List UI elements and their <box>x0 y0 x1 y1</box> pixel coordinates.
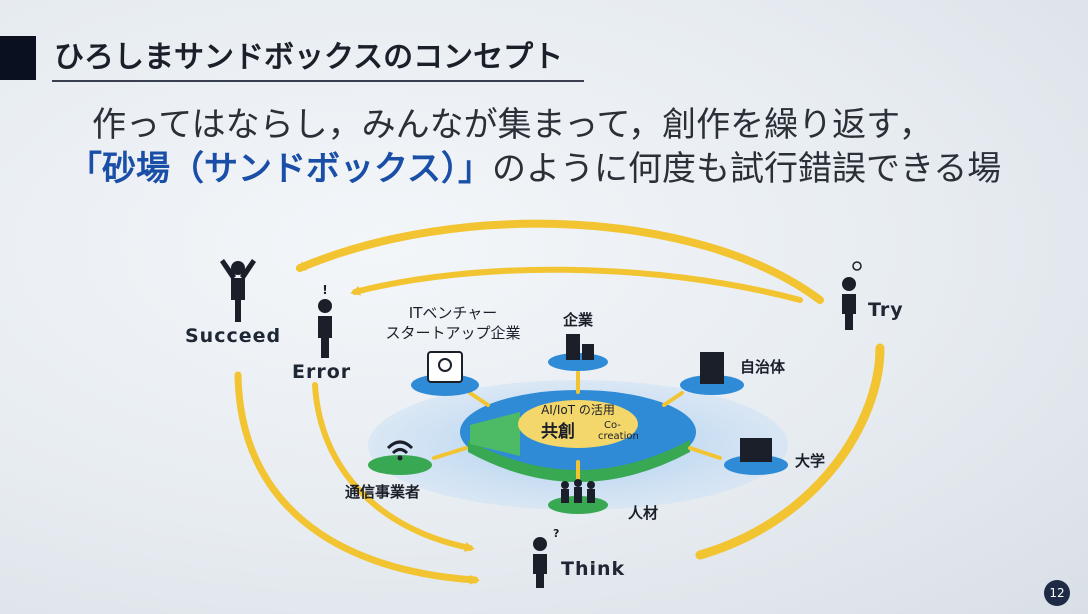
local-gov-building-icon <box>700 352 724 384</box>
lead-rest: のように何度も試行錯誤できる場 <box>491 149 1002 189</box>
exchange-arrow-telecom <box>432 446 468 460</box>
error-label: Error <box>292 361 351 383</box>
local-gov-label: 自治体 <box>740 358 786 376</box>
ecosystem-hub: AI/IoT の活用 共創 Co- creation <box>368 380 788 510</box>
arrow-think-to-try <box>695 343 885 560</box>
arrow-error-to-think <box>312 382 475 552</box>
hub-center <box>518 400 638 448</box>
succeed-label: Succeed <box>185 325 281 347</box>
lead-line-1: 作ってはならし，みんなが集まって，創作を繰り返す， <box>92 105 933 145</box>
title-underline <box>52 80 584 82</box>
node-it-venture: ITベンチャー スタートアップ企業 <box>385 304 521 396</box>
lead-line-2: 「砂場（サンドボックス）」のように何度も試行錯誤できる場 <box>68 148 1001 190</box>
person-troubled-icon: ! <box>318 283 332 358</box>
stage-succeed: Succeed <box>185 259 281 347</box>
enterprise-label: 企業 <box>562 311 594 329</box>
telecom-label: 通信事業者 <box>345 483 420 501</box>
cycle-arrows <box>234 219 885 585</box>
exchange-arrow-university <box>688 446 722 460</box>
think-label: Think <box>561 558 625 580</box>
arrow-try-to-error <box>350 266 803 303</box>
local-gov-base <box>680 375 744 395</box>
exchange-arrow-it <box>468 391 490 407</box>
node-telecom: 通信事業者 <box>345 440 432 501</box>
hub-green-wedge <box>470 412 520 456</box>
header-accent-bar <box>0 36 36 80</box>
university-label: 大学 <box>795 452 825 470</box>
talent-label: 人材 <box>628 504 658 522</box>
enterprise-building-icon <box>566 334 580 360</box>
it-venture-icon <box>427 351 463 383</box>
person-idea-icon <box>842 261 862 330</box>
wifi-icon-dot <box>397 455 403 461</box>
it-venture-label-2: スタートアップ企業 <box>385 324 520 342</box>
try-label: Try <box>868 299 904 321</box>
person-cheering-icon <box>220 259 256 322</box>
stage-try: Try <box>842 261 904 330</box>
svg-text:!: ! <box>322 283 327 297</box>
node-local-gov: 自治体 <box>680 352 786 395</box>
slide-title: ひろしまサンドボックスのコンセプト <box>54 40 564 75</box>
person-thinking-icon: ? <box>533 527 559 588</box>
wifi-icon-inner <box>391 448 409 455</box>
it-venture-label-1: ITベンチャー <box>409 304 497 322</box>
hub-green-segment <box>468 440 690 482</box>
exchange-arrow-gov <box>662 391 684 407</box>
university-building-icon <box>740 438 772 462</box>
node-enterprise: 企業 <box>548 311 608 371</box>
arrow-try-to-succeed <box>295 219 824 304</box>
page-number: 12 <box>1044 580 1070 606</box>
wifi-icon <box>386 440 414 450</box>
node-talent: 人材 <box>548 479 658 522</box>
hub-sub-label-2: creation <box>598 431 639 442</box>
hub-main-label: 共創 <box>541 421 575 442</box>
lead-emphasis: 「砂場（サンドボックス）」 <box>68 149 492 189</box>
hub-top-label: AI/IoT の活用 <box>541 403 615 417</box>
enterprise-building-icon-2 <box>582 344 594 360</box>
node-university: 大学 <box>724 438 825 475</box>
stage-error: ! Error <box>292 283 351 383</box>
arrow-succeed-to-think <box>234 371 480 585</box>
people-group-icon <box>561 479 595 503</box>
hub-sub-label-1: Co- <box>604 420 621 431</box>
it-venture-globe <box>438 358 452 372</box>
svg-text:?: ? <box>553 527 559 540</box>
telecom-base <box>368 455 432 475</box>
exchange-arrows <box>432 370 722 482</box>
stage-think: ? Think <box>533 527 625 588</box>
